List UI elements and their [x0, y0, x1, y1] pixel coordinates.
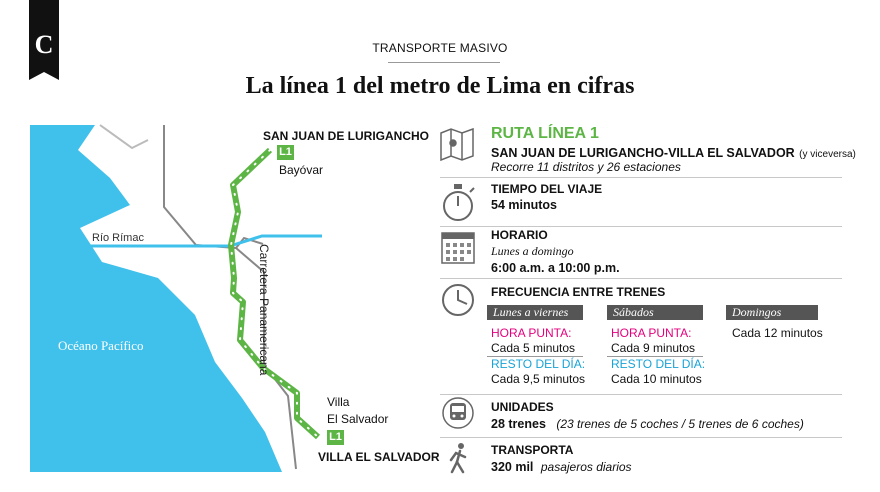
- weekday-rest-label: RESTO DEL DÍA:: [491, 357, 586, 371]
- unidades-note: (23 trenes de 5 coches / 5 trenes de 6 c…: [556, 417, 804, 431]
- ruta-route-line: SAN JUAN DE LURIGANCHO-VILLA EL SALVADOR…: [491, 144, 856, 162]
- divider-3: [440, 278, 842, 279]
- saturday-peak-value: Cada 9 minutos: [611, 341, 696, 355]
- walking-person-icon: [449, 443, 467, 474]
- south-line-badge: L1: [327, 430, 344, 445]
- ocean-area: [30, 125, 282, 472]
- page-title: La línea 1 del metro de Lima en cifras: [245, 73, 635, 99]
- divider-5: [440, 437, 842, 438]
- horario-title: HORARIO: [491, 228, 548, 242]
- south-stop-label-1: Villa: [327, 395, 350, 409]
- unidades-title: UNIDADES: [491, 400, 554, 414]
- transporta-note: pasajeros diarios: [540, 460, 632, 474]
- weekday-rest-value: Cada 9,5 minutos: [491, 372, 586, 386]
- road-main: [163, 125, 297, 470]
- south-stop-label-2: El Salvador: [327, 412, 389, 426]
- saturday-rest-value: Cada 10 minutos: [611, 372, 702, 386]
- river-rimac: [83, 234, 322, 248]
- saturday-header: Sábados: [607, 305, 703, 320]
- weekday-header: Lunes a viernes: [487, 305, 583, 320]
- divider-1: [440, 177, 842, 178]
- frecuencia-title: FRECUENCIA ENTRE TRENES: [491, 285, 666, 299]
- saturday-underline: [607, 356, 703, 357]
- divider-4: [440, 394, 842, 395]
- logo-letter: C: [34, 30, 54, 59]
- north-station-label: SAN JUAN DE LURIGANCHO: [263, 129, 430, 143]
- ruta-desc: Recorre 11 distritos y 26 estaciones: [491, 160, 681, 174]
- map: [30, 124, 322, 472]
- calendar-icon: [441, 232, 475, 264]
- ruta-route: SAN JUAN DE LURIGANCHO-VILLA EL SALVADOR: [491, 146, 795, 160]
- unidades-value: 28 trenes: [491, 417, 546, 431]
- horario-hours: 6:00 a.m. a 10:00 p.m.: [491, 261, 620, 275]
- ruta-title: RUTA LÍNEA 1: [491, 125, 599, 142]
- saturday-rest-label: RESTO DEL DÍA:: [611, 357, 706, 371]
- weekday-peak-value: Cada 5 minutos: [491, 341, 576, 355]
- sunday-value: Cada 12 minutos: [732, 326, 823, 340]
- weekday-underline: [487, 356, 583, 357]
- clock-icon: [442, 284, 474, 316]
- south-station-label: VILLA EL SALVADOR: [318, 450, 440, 464]
- north-line-badge: L1: [277, 145, 294, 160]
- transporta-title: TRANSPORTA: [491, 443, 574, 457]
- ocean-label: Océano Pacífico: [58, 338, 144, 353]
- sunday-header: Domingos: [726, 305, 818, 320]
- horario-days: Lunes a domingo: [491, 244, 574, 258]
- train-icon: [442, 397, 474, 429]
- kicker: TRANSPORTE MASIVO: [372, 41, 508, 55]
- logo: C: [29, 0, 59, 80]
- road-north: [99, 124, 149, 150]
- weekday-peak-label: HORA PUNTA:: [491, 326, 572, 340]
- tiempo-value: 54 minutos: [491, 198, 557, 212]
- metro-line-1: [228, 147, 321, 440]
- north-stop-label: Bayóvar: [279, 163, 324, 177]
- stopwatch-icon: [443, 184, 475, 221]
- transporta-line: 320 mil pasajeros diarios: [491, 458, 632, 476]
- transporta-value: 320 mil: [491, 460, 534, 474]
- divider-2: [440, 226, 842, 227]
- river-label: Río Rímac: [92, 232, 144, 244]
- logo-notch: [29, 72, 59, 80]
- saturday-peak-label: HORA PUNTA:: [611, 326, 692, 340]
- ruta-route-note: (y viceversa): [799, 149, 856, 160]
- map-icon: [440, 127, 474, 162]
- unidades-line: 28 trenes (23 trenes de 5 coches / 5 tre…: [491, 415, 804, 433]
- kicker-underline: [388, 62, 500, 63]
- tiempo-title: TIEMPO DEL VIAJE: [491, 182, 603, 196]
